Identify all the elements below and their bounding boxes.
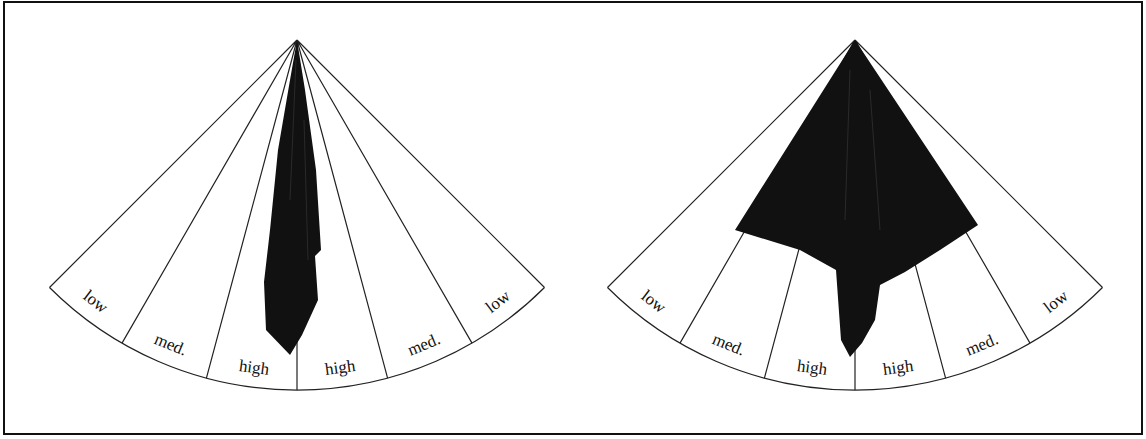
segment-label: low [483,287,514,316]
segment-label: high [238,357,270,378]
fan-rays [50,40,545,390]
left-fan [50,40,545,390]
wide-drape [735,40,978,357]
segment-label: med. [405,331,442,360]
segment-label: low [1041,287,1072,316]
segment-label: med. [710,331,747,360]
figure-frame [4,2,1142,434]
segment-label: low [639,287,670,316]
drape-folds [290,60,308,260]
segment-label: high [796,357,828,378]
segment-label: med. [152,331,189,360]
narrow-drape [264,40,321,355]
right-fan [608,40,1103,390]
fan-rays [608,40,1103,390]
segment-label: med. [963,331,1000,360]
drape-folds [845,70,880,230]
segment-label: high [324,357,356,378]
segment-label: low [81,287,112,316]
segment-label: high [882,357,914,378]
